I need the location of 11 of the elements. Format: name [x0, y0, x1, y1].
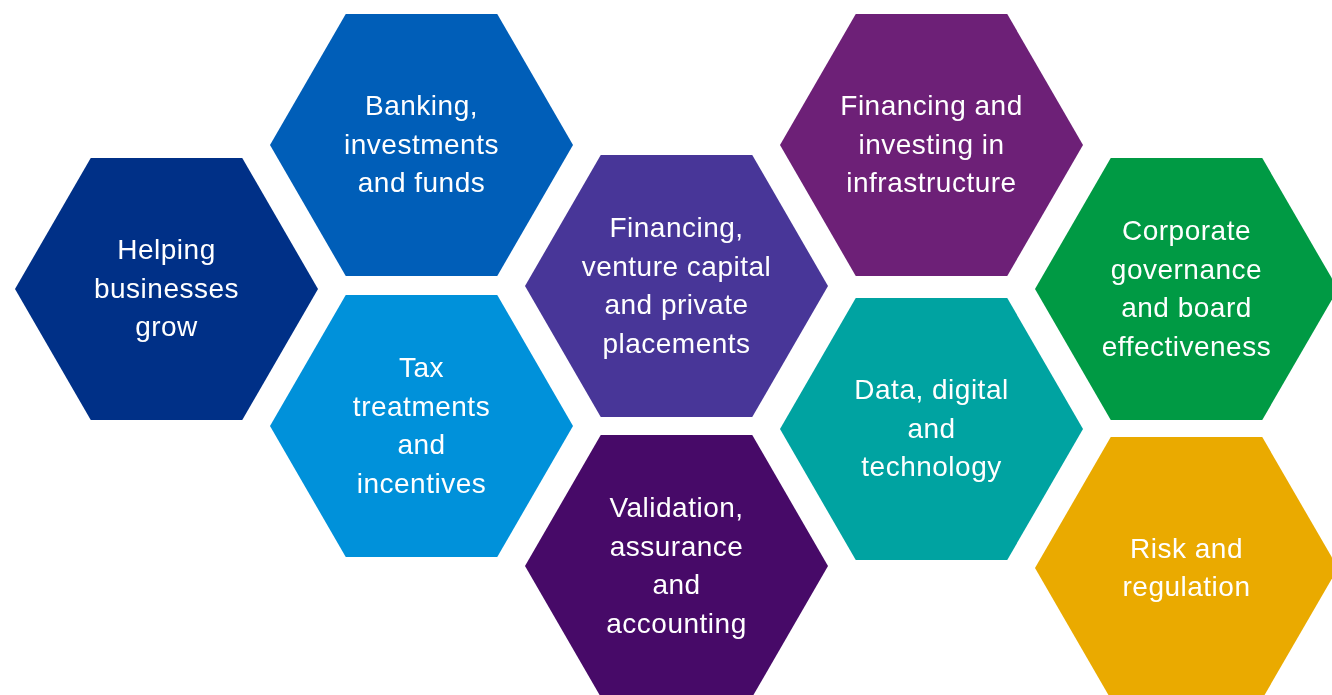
tile-label: Financing, venture capital and private placements — [581, 211, 772, 361]
tile-label: Financing and investing in infrastructure — [839, 89, 1024, 201]
tile-label: Risk and regulation — [1121, 531, 1252, 604]
tile-label: Helping businesses grow — [92, 233, 241, 345]
tile-label: Tax treatments and incentives — [351, 351, 492, 501]
tile-label: Data, digital and technology — [853, 373, 1010, 485]
hexagon-tile — [1035, 437, 1332, 695]
tile-label: Corporate governance and board effectiveness — [1100, 214, 1273, 364]
hexagon-tile — [1035, 158, 1332, 420]
tile-label: Validation, assurance and accounting — [605, 491, 748, 641]
tile-label: Banking, investments and funds — [343, 89, 500, 201]
